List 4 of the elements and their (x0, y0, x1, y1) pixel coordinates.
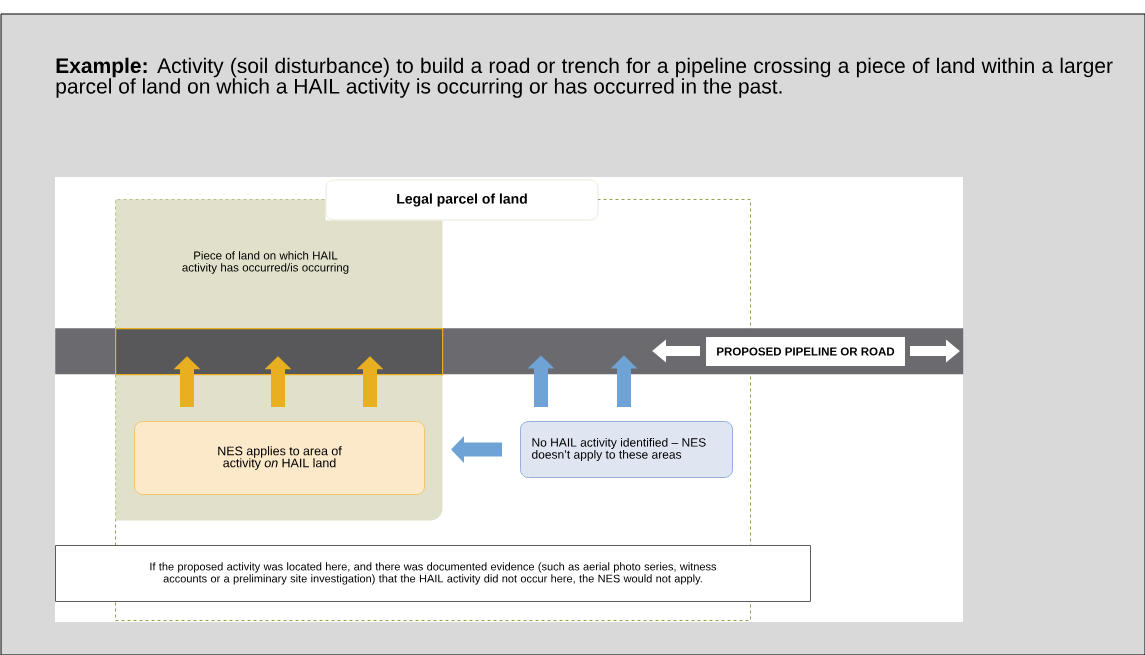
info-box: No HAIL activity identified – NES doesn’t apply to these areas (520, 421, 733, 478)
note-box: If the proposed activity was located here, and there was documented evidence (such as aerial photo series, witness accounts or a preliminary site investigation) that the HAIL activity did not occur here, the NES would not apply. (55, 545, 811, 602)
info-box: NES applies to area of activity on HAIL land (134, 421, 425, 495)
road-section-box (115, 328, 444, 376)
